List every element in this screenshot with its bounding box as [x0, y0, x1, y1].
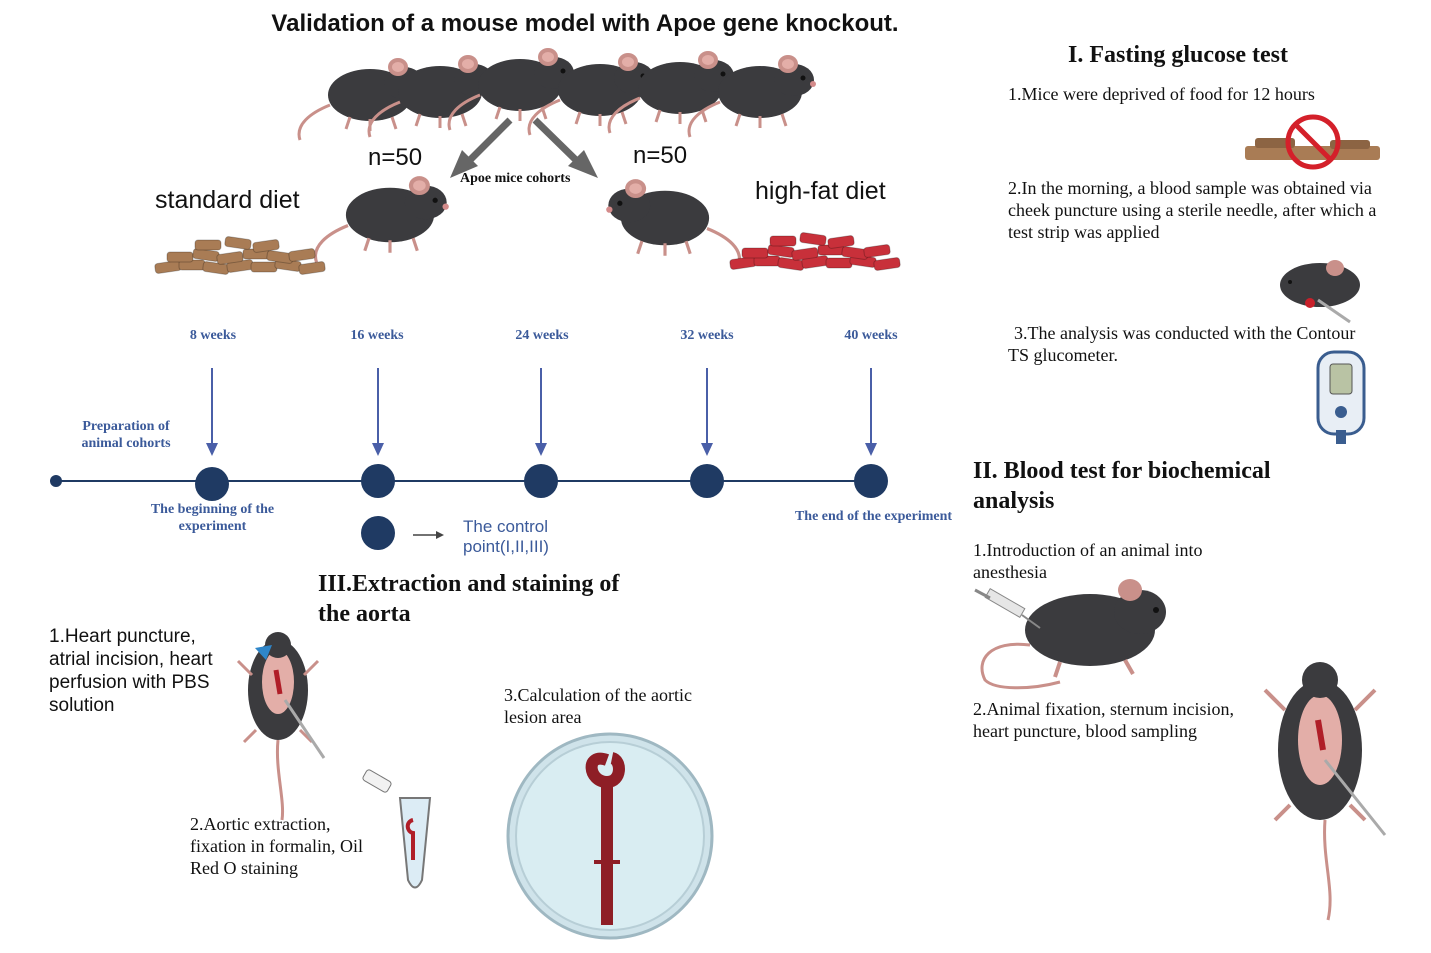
pellet	[250, 261, 278, 273]
fasting-step-3: 3.The analysis was conducted with the Co…	[1008, 323, 1356, 365]
beginning-label: The beginning of the experiment	[150, 502, 275, 534]
cohort-n-left: n=50	[368, 144, 423, 171]
timeline-node	[690, 464, 724, 498]
pellet	[863, 244, 891, 258]
pellet	[799, 232, 827, 246]
week-arrowhead	[865, 443, 877, 456]
blood-step-1: 1.Introduction of an animal into anesthe…	[973, 540, 1203, 582]
fasting-step-1: 1.Mice were deprived of food for 12 hour…	[1008, 84, 1315, 104]
timeline-start-dot	[50, 475, 62, 487]
cohort-n-right: n=50	[633, 142, 688, 169]
anesthesia-mouse-icon	[980, 579, 1166, 690]
week-arrowhead	[372, 443, 384, 456]
pellet	[825, 257, 853, 269]
end-label: The end of the experiment	[794, 509, 953, 524]
pellet	[166, 251, 194, 263]
high-fat-diet-pellets-icon	[729, 232, 901, 271]
control-point-legend: The control point(I,II,III)	[463, 517, 549, 556]
pellet	[741, 247, 769, 259]
timeline-node	[195, 467, 229, 501]
pellet	[873, 257, 901, 271]
legend-node	[361, 516, 395, 550]
week-arrowhead	[535, 443, 547, 456]
pellet	[298, 261, 326, 275]
cheek-puncture-mouse-icon	[1280, 260, 1360, 324]
branch-arrows	[450, 117, 598, 178]
section-blood-heading: II. Blood test for biochemical analysis	[973, 458, 1271, 514]
aorta-step-1: 1.Heart puncture, atrial incision, heart…	[49, 626, 213, 716]
aorta-step-2: 2.Aortic extraction, fixation in formali…	[190, 814, 363, 878]
week-arrowhead	[206, 443, 218, 456]
week-label: 24 weeks	[515, 328, 569, 343]
section-aorta-heading: III.Extraction and staining of the aorta	[318, 571, 620, 627]
week-arrowhead	[701, 443, 713, 456]
diet-label-standard: standard diet	[155, 186, 300, 214]
mouse-group-icon	[297, 46, 818, 142]
aorta-step-3: 3.Calculation of the aortic lesion area	[504, 685, 692, 727]
page-title: Validation of a mouse model with Apoe ge…	[271, 10, 899, 37]
eppendorf-tube-icon	[362, 769, 432, 889]
pellet	[769, 235, 797, 247]
section-fasting-heading: I. Fasting glucose test	[1068, 42, 1288, 68]
timeline-node	[361, 464, 395, 498]
mouse-icon-right	[604, 177, 742, 267]
timeline-node	[854, 464, 888, 498]
fixated-mouse-icon	[1263, 662, 1387, 921]
fasting-step-2: 2.In the morning, a blood sample was obt…	[1008, 178, 1377, 242]
perfusion-mouse-icon	[236, 632, 326, 821]
cohorts-label: Apoe mice cohorts	[460, 171, 571, 186]
preparation-label: Preparation of animal cohorts	[81, 419, 171, 451]
pellet	[791, 247, 819, 261]
pellet	[827, 235, 855, 249]
week-label: 16 weeks	[350, 328, 404, 343]
timeline	[50, 368, 888, 550]
standard-diet-pellets-icon	[154, 236, 326, 275]
timeline-node	[524, 464, 558, 498]
pellet	[252, 239, 280, 253]
week-label: 32 weeks	[680, 328, 734, 343]
pellet	[288, 248, 316, 262]
pellet	[194, 239, 222, 251]
syringe-icon	[974, 587, 1041, 629]
week-label: 40 weeks	[844, 328, 898, 343]
no-food-icon	[1245, 114, 1380, 170]
blood-step-2: 2.Animal fixation, sternum incision, hea…	[973, 699, 1234, 741]
pellet	[224, 236, 252, 250]
diet-label-high-fat: high-fat diet	[755, 177, 886, 205]
pellet	[216, 251, 244, 265]
glucometer-icon	[1316, 350, 1366, 444]
mouse-icon-left	[313, 174, 451, 264]
week-label: 8 weeks	[189, 328, 237, 343]
petri-dish-aorta-icon	[506, 732, 714, 940]
